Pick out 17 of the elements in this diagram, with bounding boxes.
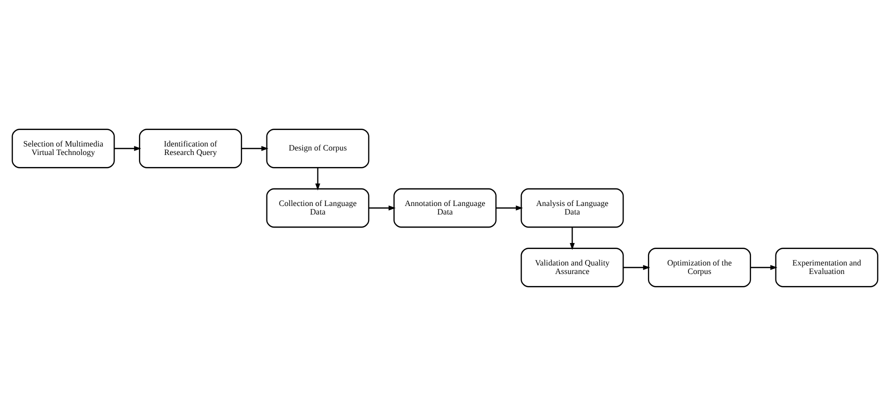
node-box: Analysis of Language Data: [520, 188, 624, 228]
node-box: Selection of Multimedia Virtual Technology: [12, 128, 115, 168]
arrow: [570, 226, 575, 250]
arrow: [368, 205, 396, 210]
node-box: Collection of Language Data: [266, 188, 370, 228]
node-box: Optimization of the Corpus: [648, 247, 752, 287]
arrow: [496, 205, 523, 210]
arrow: [315, 167, 320, 190]
node-box: Identification of Research Query: [138, 128, 242, 168]
node-box: Annotation of Language Data: [393, 188, 497, 228]
arrow: [242, 146, 268, 150]
arrow: [114, 146, 142, 150]
arrow: [750, 264, 778, 270]
node-box: Design of Corpus: [266, 128, 370, 168]
node-box: Experimentation and Evaluation: [775, 247, 878, 287]
node-box: Validation and Quality Assurance: [520, 247, 624, 287]
arrow: [623, 264, 650, 270]
